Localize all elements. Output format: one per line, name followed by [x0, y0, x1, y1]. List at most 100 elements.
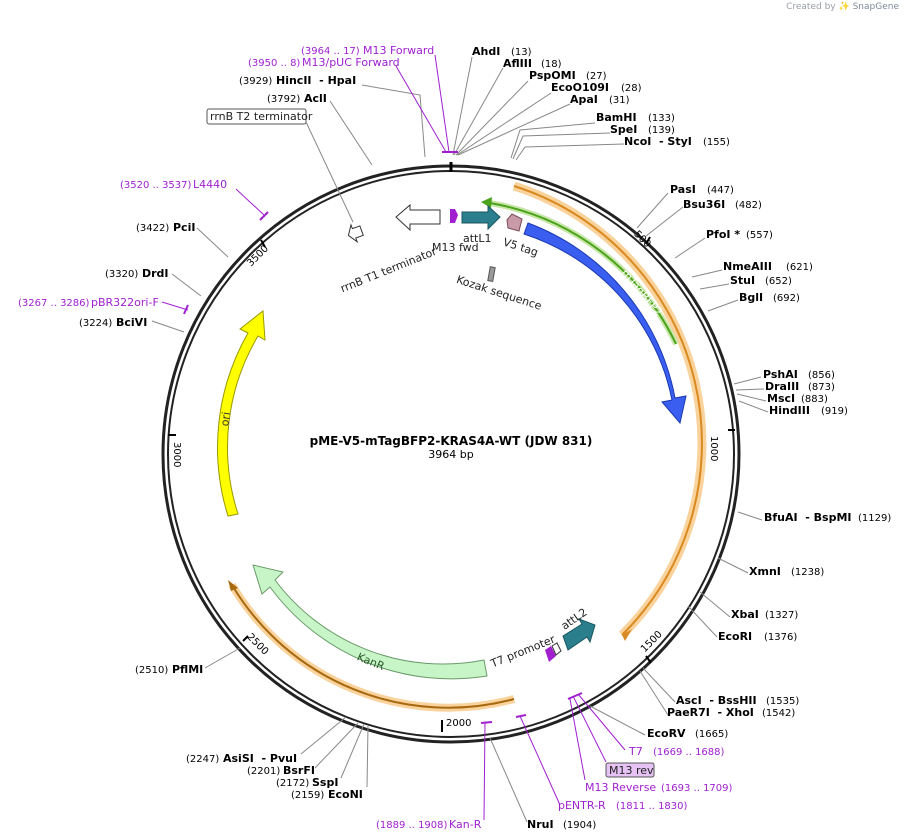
enzyme-asisi-pos: (2247) — [186, 754, 219, 765]
enzyme-hindiii-name: HindIII — [769, 404, 810, 417]
enzyme-xmni-name: XmnI — [749, 565, 781, 578]
enzyme-bgli-pos: (692) — [773, 293, 800, 304]
kanr-feature-arrow — [252, 564, 488, 680]
mark-kan-r — [480, 721, 493, 724]
rrnb-t2-label: rrnB T2 terminator — [210, 110, 313, 123]
enzyme-acli-pos: (3792) — [267, 94, 300, 105]
enzyme-pfoi-name: PfoI * — [706, 228, 740, 241]
leader-pspomi — [455, 80, 529, 156]
primer-m13-puc-forward-pos: (3950 .. 8) — [248, 58, 300, 69]
enzyme-bsu36i-name: Bsu36I — [683, 198, 725, 211]
primer-leader-lines — [161, 54, 626, 821]
rrnb-t1-label: rrnB T1 terminator — [339, 245, 439, 296]
enzyme-xmni-pos: (1238) — [791, 567, 824, 578]
enzyme-ecori-name: EcoRI — [718, 630, 752, 643]
leader-hindiii — [738, 400, 769, 413]
enzyme-pasi-name: PasI — [670, 183, 696, 196]
ori-feature-arrow — [217, 310, 266, 517]
attl2-feature-arrow — [562, 618, 596, 651]
enzyme-asisi-name: AsiSI - PvuI — [223, 752, 297, 765]
enzyme-ecoo109i-name: EcoO109I — [551, 81, 609, 94]
enzyme-spei-pos: (139) — [648, 125, 675, 136]
leader-afliii — [453, 67, 504, 156]
enzyme-ncoi-pos: (155) — [703, 137, 730, 148]
enzyme-xbai-name: XbaI — [731, 608, 759, 621]
enzyme-paer7i-pos: (1542) — [762, 708, 795, 719]
enzyme-xbai-pos: (1327) — [765, 610, 798, 621]
enzyme-apai-name: ApaI — [570, 93, 598, 106]
leader-pbr322ori — [161, 301, 189, 311]
enzyme-afliii-pos: (18) — [541, 59, 562, 70]
primer-m13-rev-name: M13 rev — [609, 764, 654, 777]
leader-m13-reverse — [569, 698, 586, 781]
plasmid-length: 3964 bp — [428, 448, 473, 461]
enzyme-nrui-pos: (1904) — [563, 820, 596, 831]
plasmid-name: pME-V5-mTagBFP2-KRAS4A-WT (JDW 831) — [310, 434, 593, 448]
green-arrowhead — [481, 197, 492, 208]
leader-bamhi — [510, 122, 596, 159]
enzyme-pflmi-name: PflMI — [172, 663, 203, 676]
primer-m13-forward-pos: (3964 .. 17) — [301, 46, 360, 57]
enzyme-nrui-name: NruI — [527, 818, 554, 831]
rrnb-t1-terminator-arrow — [395, 203, 441, 232]
tick-2500 — [242, 635, 249, 642]
mtagbfp2-feature-arrow — [523, 222, 687, 425]
leader-bgli — [707, 299, 739, 312]
enzyme-ncoi-name: NcoI - StyI — [624, 135, 692, 148]
primer-pbr322ori-name: pBR322ori-F — [91, 296, 159, 309]
kanr-line-arrowhead — [228, 580, 238, 591]
leader-bcivi — [151, 320, 185, 333]
leader-m13-puc-forward — [395, 65, 447, 153]
primer-l4440-name: L4440 — [193, 178, 227, 191]
enzyme-nmeaiii-name: NmeAIII — [723, 260, 772, 273]
leader-acli — [329, 100, 373, 166]
enzyme-spei-name: SpeI — [610, 123, 637, 136]
enzyme-ahdi-name: AhdI — [472, 45, 500, 58]
leader-apai — [457, 103, 571, 156]
kanr-line-arc — [231, 584, 515, 709]
enzyme-pci-name: PciI — [173, 221, 195, 234]
enzyme-drdi-pos: (3320) — [105, 269, 138, 280]
kanr-label: KanR — [355, 650, 387, 673]
primer-labels: (3964 .. 17) M13 Forward (3950 .. 8) M13… — [18, 44, 733, 831]
primer-m13-forward-name: M13 Forward — [363, 44, 434, 57]
enzyme-nmeaiii-pos: (621) — [786, 262, 813, 273]
leader-pci — [196, 227, 229, 258]
enzyme-ecoo109i-pos: (28) — [621, 83, 642, 94]
m13-fwd-label: M13 fwd — [432, 241, 479, 254]
mark-l4440 — [259, 211, 269, 221]
primer-kan-r-pos: (1889 .. 1908) — [376, 820, 448, 831]
enzyme-draiii-name: DraIII — [765, 380, 799, 393]
enzyme-asci-name: AscI - BssHII — [676, 694, 757, 707]
mark-t7-m13rev — [567, 692, 583, 700]
tick-label-2000: 2000 — [446, 718, 471, 729]
green-line-arc — [489, 202, 677, 345]
mark-pbr322ori — [183, 304, 189, 315]
enzyme-pfoi-pos: (557) — [746, 230, 773, 241]
enzyme-pasi-pos: (447) — [707, 185, 734, 196]
tick-1500 — [645, 655, 652, 664]
enzyme-pshai-name: PshAI — [763, 368, 798, 381]
leader-l4440 — [235, 188, 265, 216]
kozak-label: Kozak sequence — [455, 273, 544, 313]
enzyme-msci-pos: (883) — [801, 394, 828, 405]
enzyme-bfuai-name: BfuAI - BspMI — [764, 511, 852, 524]
enzyme-pflmi-pos: (2510) — [135, 665, 168, 676]
snapgene-logo-icon: ✨ — [838, 2, 850, 12]
mark-pentr-r — [515, 714, 527, 718]
leader-drdi — [171, 273, 202, 297]
leader-econi — [366, 725, 369, 788]
enzyme-paer7i-name: PaeR7I - XhoI — [667, 706, 754, 719]
enzyme-pshai-pos: (856) — [808, 370, 835, 381]
enzyme-asci-pos: (1535) — [766, 696, 799, 707]
enzyme-bsu36i-pos: (482) — [735, 200, 762, 211]
enzyme-bsrfi-pos: (2201) — [247, 766, 280, 777]
rrnb-t2-label-box — [206, 108, 307, 125]
attribution-prefix: Created by — [786, 2, 836, 12]
leader-ncoi — [515, 143, 625, 161]
leader-ecori — [687, 605, 718, 638]
leader-pflmi — [204, 647, 241, 669]
enzyme-hincii-name: HincII - HpaI — [276, 74, 356, 87]
enzyme-econi-pos: (2159) — [291, 790, 324, 801]
